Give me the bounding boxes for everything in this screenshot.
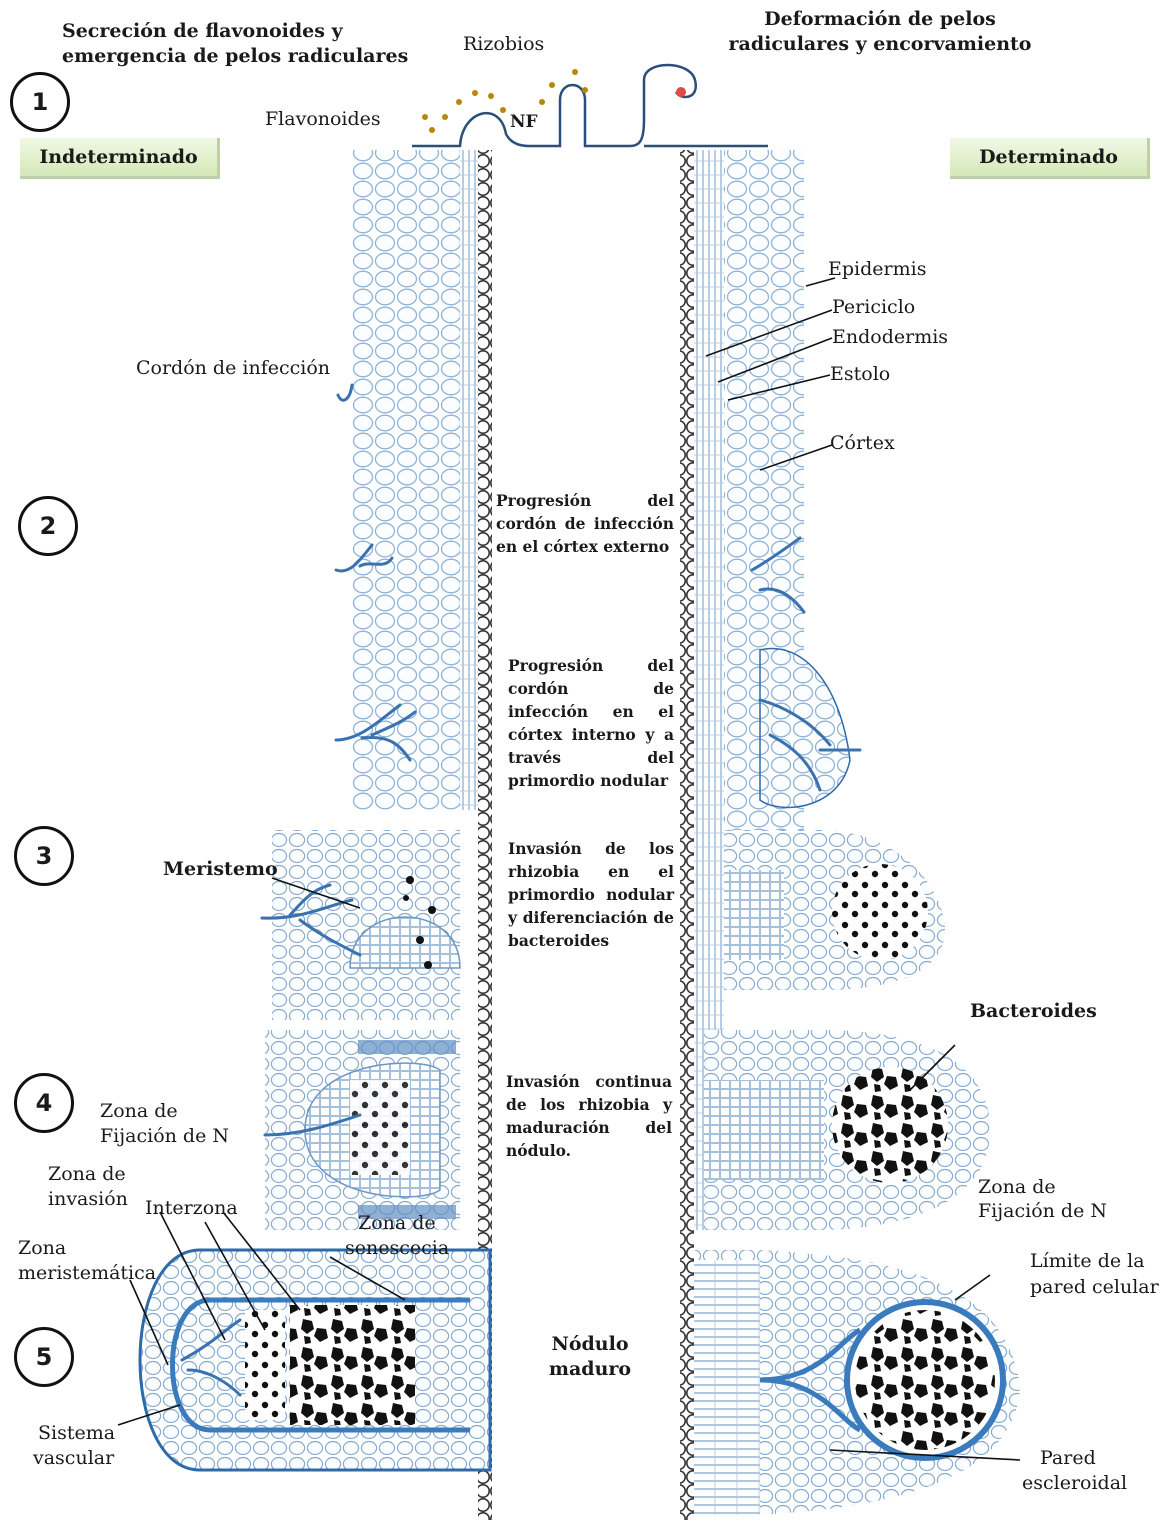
- label-interzona: Interzona: [145, 1197, 238, 1220]
- label-limite-line2: pared celular: [1030, 1276, 1159, 1299]
- label-limite-line1: Límite de la: [1030, 1250, 1145, 1273]
- description-stage2b: Progresión del cordón de infección en el…: [508, 654, 674, 792]
- label-zona-invasion-line1: Zona de: [48, 1163, 126, 1186]
- label-periciclo: Periciclo: [832, 296, 915, 319]
- label-meristemo: Meristemo: [163, 858, 278, 881]
- label-zona-senescencia-line2: senescecia: [345, 1237, 449, 1260]
- label-cordon-infeccion: Cordón de infección: [136, 357, 330, 380]
- label-left-zona-fijacion-line2: Fijación de N: [100, 1125, 229, 1148]
- label-epidermis: Epidermis: [828, 258, 926, 281]
- right-epidermis: [680, 150, 694, 1520]
- label-rizobios: Rizobios: [463, 33, 544, 56]
- label-endodermis: Endodermis: [832, 326, 948, 349]
- description-stage4: Invasión continua de los rhizobia y madu…: [506, 1070, 672, 1162]
- label-zona-senescencia-line1: Zona de: [358, 1212, 436, 1235]
- left-vascular-strip: [460, 150, 478, 810]
- label-sistema-vascular-line2: vascular: [33, 1447, 114, 1470]
- label-zona-invasion-line2: invasión: [48, 1188, 128, 1211]
- title-left-line1: Secreción de flavonoides y: [62, 20, 343, 43]
- rhizobia-dots: [422, 69, 588, 133]
- label-cortex: Córtex: [830, 432, 895, 455]
- stage-number-5: 5: [14, 1327, 74, 1387]
- label-nf: NF: [510, 112, 538, 133]
- label-zona-meristematica-line2: meristemática: [18, 1262, 156, 1285]
- description-stage5-line2: maduro: [540, 1358, 640, 1381]
- stage-number-1: 1: [10, 72, 70, 132]
- label-estolo: Estolo: [830, 363, 890, 386]
- tag-determinado: Determinado: [950, 138, 1150, 179]
- stage-number-2: 2: [18, 496, 78, 556]
- label-bacteroides: Bacteroides: [970, 1000, 1097, 1023]
- left-cortex: [352, 150, 460, 810]
- description-stage5-line1: Nódulo: [540, 1333, 640, 1356]
- description-stage2a: Progresión del cordón de infección en el…: [496, 489, 674, 558]
- label-sistema-vascular-line1: Sistema: [38, 1422, 115, 1445]
- root-hair-surface: [412, 65, 768, 146]
- description-stage3: Invasión de los rhizobia en el primordio…: [508, 837, 674, 952]
- label-pared-line1: Pared: [1040, 1447, 1096, 1470]
- stage-number-4: 4: [14, 1073, 74, 1133]
- title-right-line2: radiculares y encorvamiento: [720, 33, 1040, 56]
- label-left-zona-fijacion-line1: Zona de: [100, 1100, 178, 1123]
- tag-indeterminado: Indeterminado: [20, 138, 220, 179]
- title-left-line2: emergencia de pelos radiculares: [62, 45, 408, 68]
- stage-number-3: 3: [14, 826, 74, 886]
- label-right-zona-fijacion-line2: Fijación de N: [978, 1200, 1107, 1223]
- label-zona-meristematica-line1: Zona: [18, 1237, 66, 1260]
- title-right-line1: Deformación de pelos: [730, 8, 1030, 31]
- label-right-zona-fijacion-line1: Zona de: [978, 1176, 1056, 1199]
- label-flavonoides: Flavonoides: [265, 108, 381, 131]
- label-pared-line2: escleroidal: [1022, 1472, 1127, 1495]
